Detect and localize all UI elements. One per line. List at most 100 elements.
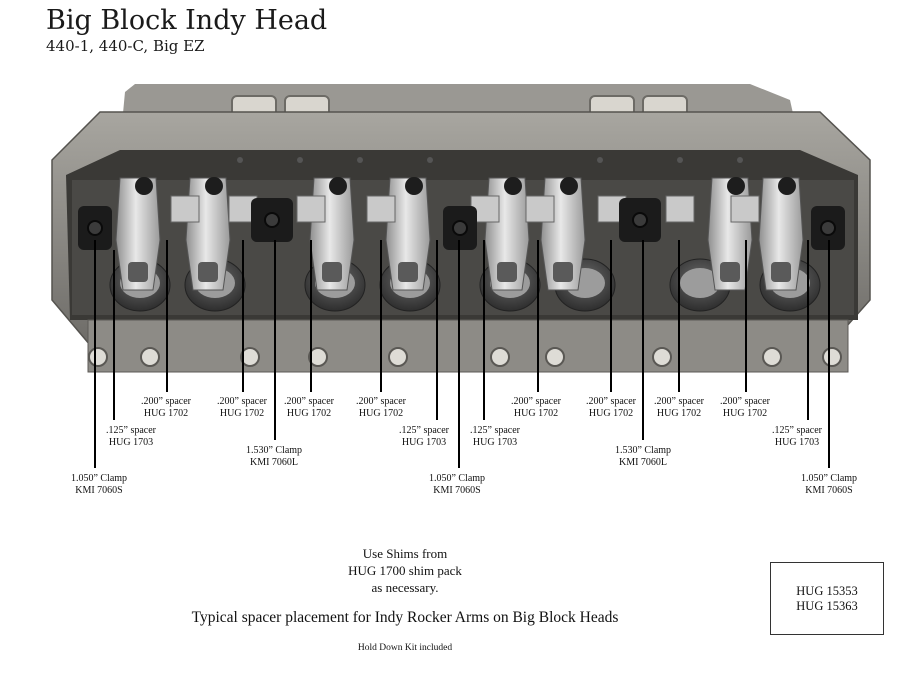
spacer-block bbox=[296, 195, 326, 223]
spacer-block bbox=[525, 195, 555, 223]
rocker-arm bbox=[115, 177, 161, 291]
valve-retainer bbox=[490, 268, 530, 298]
hold-down-clamp bbox=[443, 206, 477, 250]
clamp-bolt bbox=[820, 220, 836, 236]
mounting-bolt-hole bbox=[545, 347, 565, 367]
rocker-arm bbox=[309, 177, 355, 291]
spacer-block bbox=[665, 195, 695, 223]
rocker-arm bbox=[758, 177, 804, 291]
valve-spring bbox=[759, 258, 821, 312]
deck-hole bbox=[427, 157, 433, 163]
spacer-block bbox=[366, 195, 396, 223]
adjuster-nut bbox=[405, 177, 423, 195]
hold-down-clamp bbox=[811, 206, 845, 250]
head-body bbox=[51, 111, 871, 346]
adjuster-nut bbox=[205, 177, 223, 195]
mounting-bolt-hole bbox=[308, 347, 328, 367]
valve-spring bbox=[184, 258, 246, 312]
deck-hole bbox=[297, 157, 303, 163]
rocker-tip-slot bbox=[322, 262, 342, 282]
rocker-arm bbox=[185, 177, 231, 291]
mounting-bolt-hole bbox=[762, 347, 782, 367]
port-right-2 bbox=[642, 95, 688, 131]
head-top-casting bbox=[120, 84, 800, 145]
rocker-arm bbox=[707, 177, 753, 291]
mounting-bolt-hole bbox=[240, 347, 260, 367]
rocker-arm bbox=[540, 177, 586, 291]
rocker-tip-slot bbox=[398, 262, 418, 282]
hold-down-clamp bbox=[619, 198, 661, 242]
clamp-bolt bbox=[632, 212, 648, 228]
spacer-block bbox=[470, 195, 500, 223]
clamp-bolt bbox=[264, 212, 280, 228]
deck-hole bbox=[597, 157, 603, 163]
rocker-tip-slot bbox=[771, 262, 791, 282]
page-title: Big Block Indy Head bbox=[46, 5, 328, 36]
adjuster-nut bbox=[504, 177, 522, 195]
valve-cover-rail bbox=[66, 150, 858, 320]
page-subtitle: 440-1, 440-C, Big EZ bbox=[46, 37, 205, 55]
lower-flange bbox=[87, 319, 849, 373]
valve-retainer bbox=[120, 268, 160, 298]
mounting-bolt-hole bbox=[490, 347, 510, 367]
hold-down-clamp bbox=[251, 198, 293, 242]
valve-spring bbox=[379, 258, 441, 312]
valve-spring bbox=[304, 258, 366, 312]
mounting-bolt-hole bbox=[88, 347, 108, 367]
deck-hole bbox=[737, 157, 743, 163]
adjuster-nut bbox=[329, 177, 347, 195]
rocker-tip-slot bbox=[720, 262, 740, 282]
deck-hole bbox=[237, 157, 243, 163]
valve-retainer bbox=[565, 268, 605, 298]
adjuster-nut bbox=[135, 177, 153, 195]
spacer-block bbox=[597, 195, 627, 223]
adjuster-nut bbox=[560, 177, 578, 195]
mounting-bolt-hole bbox=[388, 347, 408, 367]
rocker-arm bbox=[484, 177, 530, 291]
spacer-block bbox=[170, 195, 200, 223]
port-right-1 bbox=[589, 95, 635, 131]
rocker-arm bbox=[385, 177, 431, 291]
spacer-block bbox=[228, 195, 258, 223]
valve-retainer bbox=[770, 268, 810, 298]
valve-spring bbox=[109, 258, 171, 312]
adjuster-nut bbox=[727, 177, 745, 195]
part-number-box: HUG 15353 HUG 15363 bbox=[770, 562, 884, 635]
port-left-1 bbox=[231, 95, 277, 131]
kit-note: Hold Down Kit included bbox=[357, 643, 453, 653]
valve-retainer bbox=[680, 268, 720, 298]
port-left-2 bbox=[284, 95, 330, 131]
valve-spring bbox=[554, 258, 616, 312]
hold-down-clamp bbox=[78, 206, 112, 250]
mounting-bolt-hole bbox=[822, 347, 842, 367]
clamp-bolt bbox=[87, 220, 103, 236]
valve-retainer bbox=[195, 268, 235, 298]
valve-retainer bbox=[315, 268, 355, 298]
rocker-tip-slot bbox=[497, 262, 517, 282]
deck-hole bbox=[677, 157, 683, 163]
diagram-caption: Typical spacer placement for Indy Rocker… bbox=[191, 609, 619, 626]
shims-note-line-3: as necessary. bbox=[371, 580, 439, 595]
rocker-tip-slot bbox=[128, 262, 148, 282]
part-number-1: HUG 15353 bbox=[796, 583, 858, 598]
clamp-bolt bbox=[452, 220, 468, 236]
valve-spring bbox=[479, 258, 541, 312]
adjuster-nut bbox=[778, 177, 796, 195]
deck-hole bbox=[357, 157, 363, 163]
rocker-tip-slot bbox=[198, 262, 218, 282]
